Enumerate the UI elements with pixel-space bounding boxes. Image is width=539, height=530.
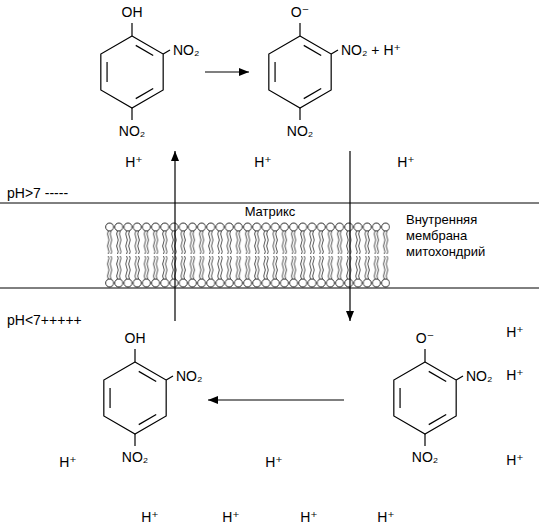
double-bond [274, 62, 275, 82]
membrane-label: Внутренняя мембрана митохондрий [405, 212, 535, 260]
formula-label: NO₂ [119, 123, 145, 139]
substituent-bond [134, 434, 135, 446]
annotation-label: H⁺ [253, 154, 273, 170]
annotation-label: Матрикс [244, 204, 297, 220]
annotation-label: pH<7+++++ [6, 312, 83, 328]
formula-label: NO₂ [412, 449, 438, 465]
double-bond [109, 388, 110, 408]
substituent-bond [299, 23, 300, 36]
double-bond [429, 371, 446, 381]
ring-bond [104, 362, 166, 434]
annotation-label: H⁺ [140, 509, 160, 525]
molecule-structure: OH NO₂ NO₂ [82, 0, 204, 150]
benzene-ring [250, 0, 405, 150]
reaction-arrow [349, 151, 350, 321]
molecule-structure: O⁻ NO₂ NO₂ [345, 322, 497, 472]
formula-label: NO₂ [122, 449, 148, 465]
substituent-bond [131, 23, 132, 36]
annotation-label: H⁺ [58, 454, 78, 470]
double-bond [136, 45, 153, 55]
double-bond [106, 62, 107, 82]
annotation-label: pH>7 ----- [6, 185, 69, 201]
formula-label: NO₂ [173, 42, 199, 58]
annotation-label: H⁺ [505, 324, 525, 340]
annotation-label: H⁺ [299, 509, 319, 525]
ring-bond [269, 36, 331, 108]
double-bond [429, 415, 446, 425]
annotation-label: H⁺ [505, 367, 525, 383]
membrane-boundary [0, 288, 539, 289]
substituent-bond [424, 349, 425, 362]
substituent-bond [134, 349, 135, 362]
formula-label: NO₂ [466, 368, 492, 384]
molecule-structure: O⁻ NO₂ + H⁺ NO₂ [250, 0, 405, 150]
substituent-bond [163, 50, 170, 54]
lipid-bilayer [105, 222, 390, 288]
annotation-label: H⁺ [376, 509, 396, 525]
reaction-arrow [205, 71, 249, 72]
annotation-label: H⁺ [264, 454, 284, 470]
double-bond [136, 89, 153, 99]
substituent-bond [166, 376, 173, 380]
formula-label: NO₂ + H⁺ [341, 42, 401, 58]
annotation-label: H⁺ [124, 154, 144, 170]
formula-label: NO₂ [176, 368, 202, 384]
substituent-bond [424, 434, 425, 446]
formula-label: NO₂ [287, 123, 313, 139]
formula-label: OH [122, 4, 143, 20]
double-bond [139, 415, 156, 425]
double-bond [304, 89, 321, 99]
molecule-structure: OH NO₂ NO₂ [85, 322, 207, 472]
double-bond [139, 371, 156, 381]
double-bond [399, 388, 400, 408]
formula-label: O⁻ [291, 4, 309, 20]
substituent-bond [331, 50, 338, 54]
ring-bond [101, 36, 163, 108]
formula-label: OH [125, 330, 146, 346]
substituent-bond [456, 376, 463, 380]
substituent-bond [131, 108, 132, 120]
ring-bond [394, 362, 456, 434]
annotation-label: H⁺ [505, 452, 525, 468]
annotation-label: H⁺ [221, 509, 241, 525]
double-bond [304, 45, 321, 55]
reaction-arrow [208, 399, 344, 400]
reaction-arrow [174, 151, 175, 321]
formula-label: O⁻ [416, 330, 434, 346]
substituent-bond [299, 108, 300, 120]
annotation-label: H⁺ [396, 154, 416, 170]
